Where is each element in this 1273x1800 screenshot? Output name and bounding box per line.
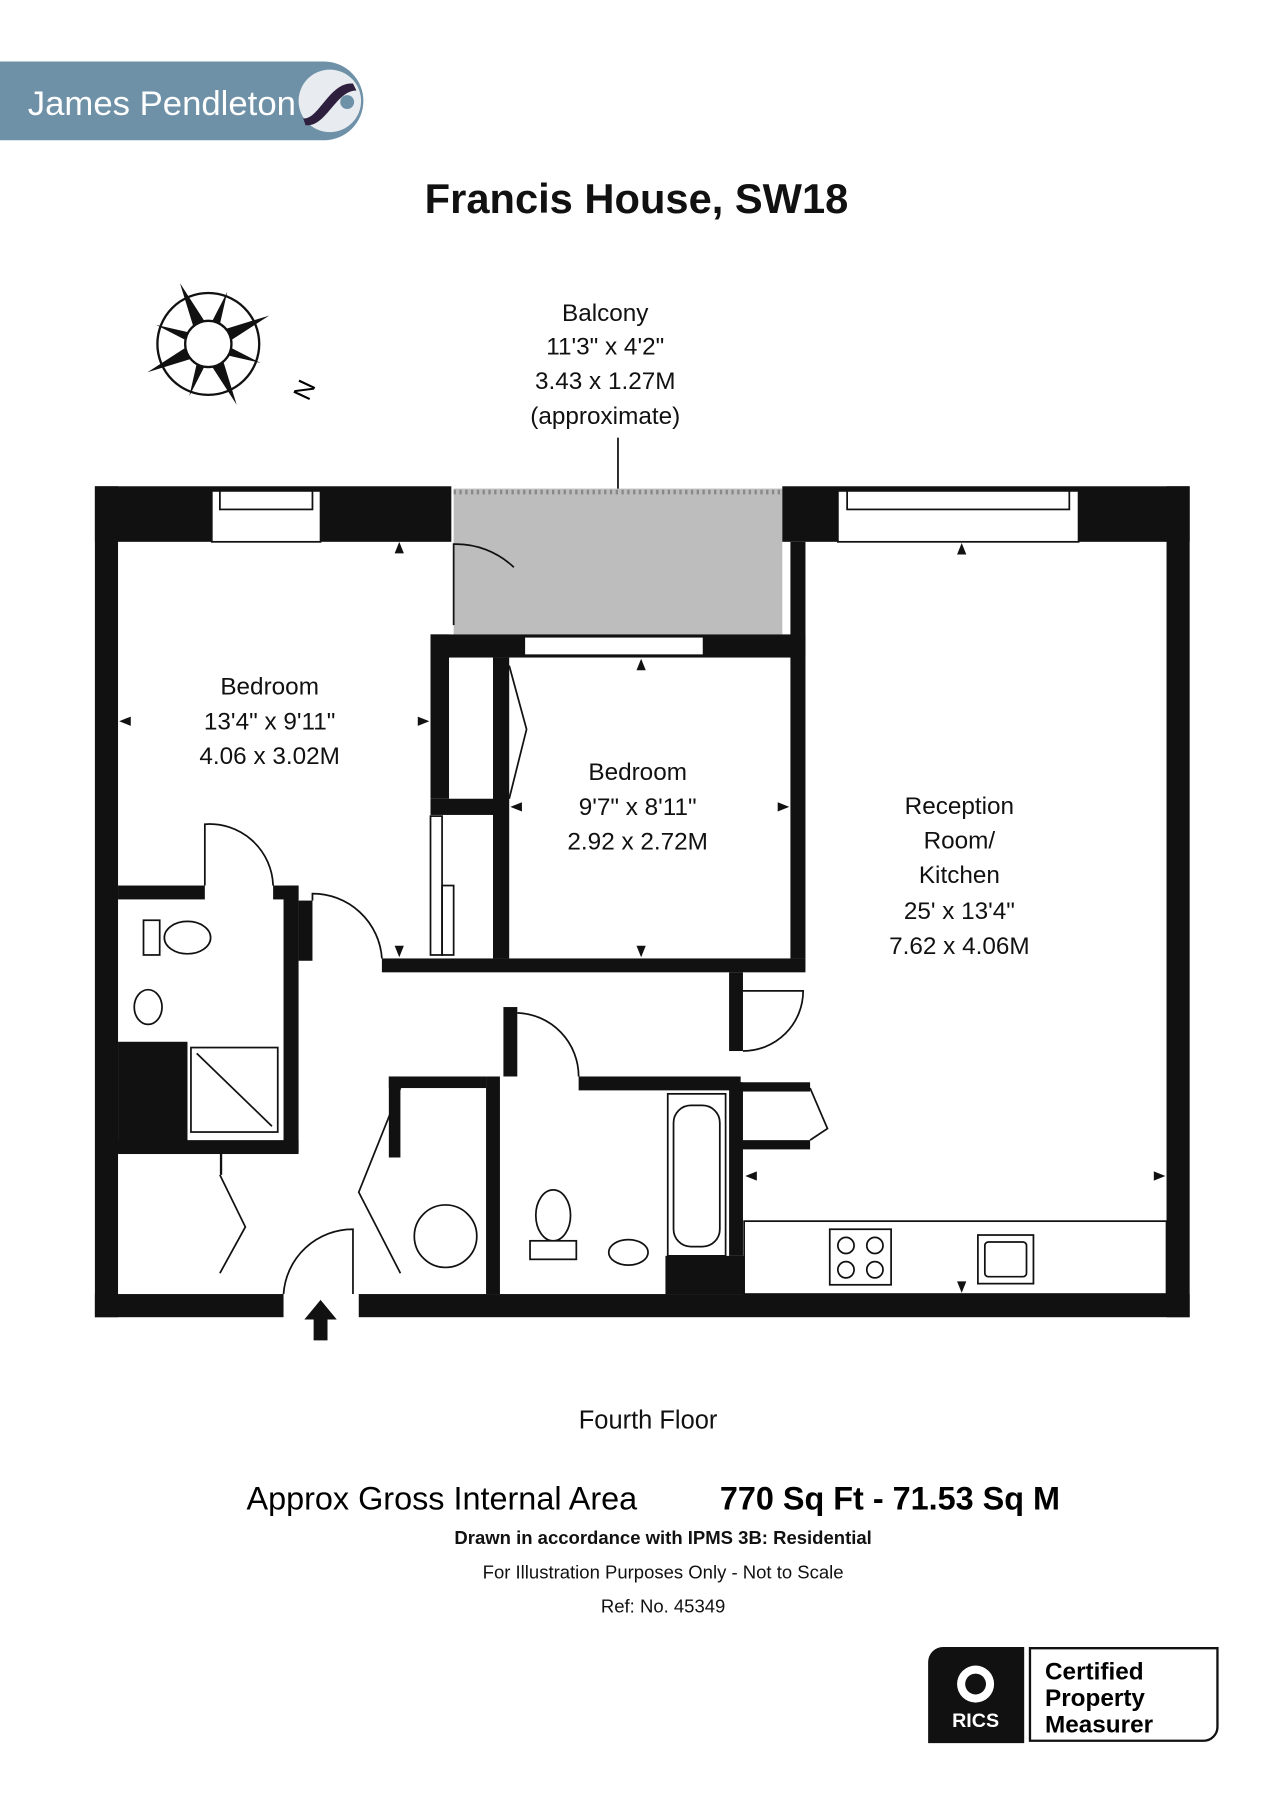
svg-text:Measurer: Measurer [1045, 1712, 1154, 1739]
rics-certified-badge: RICS Certified Property Measurer [928, 1647, 1219, 1744]
page-title: Francis House, SW18 [425, 175, 849, 222]
svg-text:Property: Property [1045, 1685, 1145, 1712]
svg-text:Reception: Reception [905, 793, 1014, 820]
room-label-bedroom-1: Bedroom 13'4" x 9'11" 4.06 x 3.02M [199, 674, 339, 770]
svg-text:11'3" x 4'2": 11'3" x 4'2" [546, 333, 664, 360]
svg-text:Bedroom: Bedroom [220, 674, 319, 701]
svg-text:4.06 x 3.02M: 4.06 x 3.02M [199, 743, 339, 770]
brand-logo: James Pendleton [0, 61, 364, 141]
floor-plan: Bedroom 13'4" x 9'11" 4.06 x 3.02M Bedro… [94, 486, 1190, 1341]
area-label: Approx Gross Internal Area [246, 1480, 638, 1516]
compass-rose-icon [147, 283, 270, 405]
wc [534, 1189, 572, 1242]
toilet [163, 920, 212, 955]
compass-north-label: N [289, 376, 322, 405]
svg-text:Certified: Certified [1045, 1658, 1144, 1685]
room-label-bedroom-2: Bedroom 9'7" x 8'11" 2.92 x 2.72M [567, 759, 707, 855]
disclaimer: For Illustration Purposes Only - Not to … [483, 1562, 844, 1583]
reference-number: Ref: No. 45349 [601, 1595, 725, 1616]
svg-text:Kitchen: Kitchen [919, 862, 1000, 889]
standard-note: Drawn in accordance with IPMS 3B: Reside… [454, 1527, 871, 1548]
svg-text:Balcony: Balcony [562, 300, 649, 327]
kitchen-counter [743, 1220, 1168, 1295]
balcony-label: Balcony 11'3" x 4'2" 3.43 x 1.27M (appro… [530, 300, 680, 533]
svg-text:Room/: Room/ [924, 828, 996, 855]
svg-text:Bedroom: Bedroom [588, 759, 687, 786]
brand-name: James Pendleton [28, 85, 296, 123]
svg-text:(approximate): (approximate) [530, 403, 680, 430]
area-value: 770 Sq Ft - 71.53 Sq M [720, 1480, 1060, 1516]
svg-text:3.43 x 1.27M: 3.43 x 1.27M [535, 368, 675, 395]
entrance-arrow-icon [304, 1299, 337, 1341]
floor-label: Fourth Floor [579, 1406, 718, 1434]
wash-basin [607, 1238, 649, 1266]
svg-text:13'4" x 9'11": 13'4" x 9'11" [204, 708, 335, 735]
boiler-cylinder [413, 1204, 478, 1269]
windows [210, 490, 1080, 657]
svg-text:9'7" x 8'11": 9'7" x 8'11" [579, 794, 697, 821]
svg-text:25' x 13'4": 25' x 13'4" [904, 898, 1015, 925]
dimension-markers [119, 541, 1166, 1293]
svg-text:2.92 x 2.72M: 2.92 x 2.72M [567, 829, 707, 856]
svg-text:RICS: RICS [952, 1710, 999, 1732]
balcony [453, 488, 783, 635]
svg-text:7.62 x 4.06M: 7.62 x 4.06M [889, 933, 1029, 960]
room-label-reception: Reception Room/ Kitchen 25' x 13'4" 7.62… [889, 793, 1029, 960]
hob [828, 1228, 892, 1286]
basin [133, 988, 163, 1026]
door-swings [203, 543, 829, 1295]
fixtures [133, 919, 1168, 1295]
